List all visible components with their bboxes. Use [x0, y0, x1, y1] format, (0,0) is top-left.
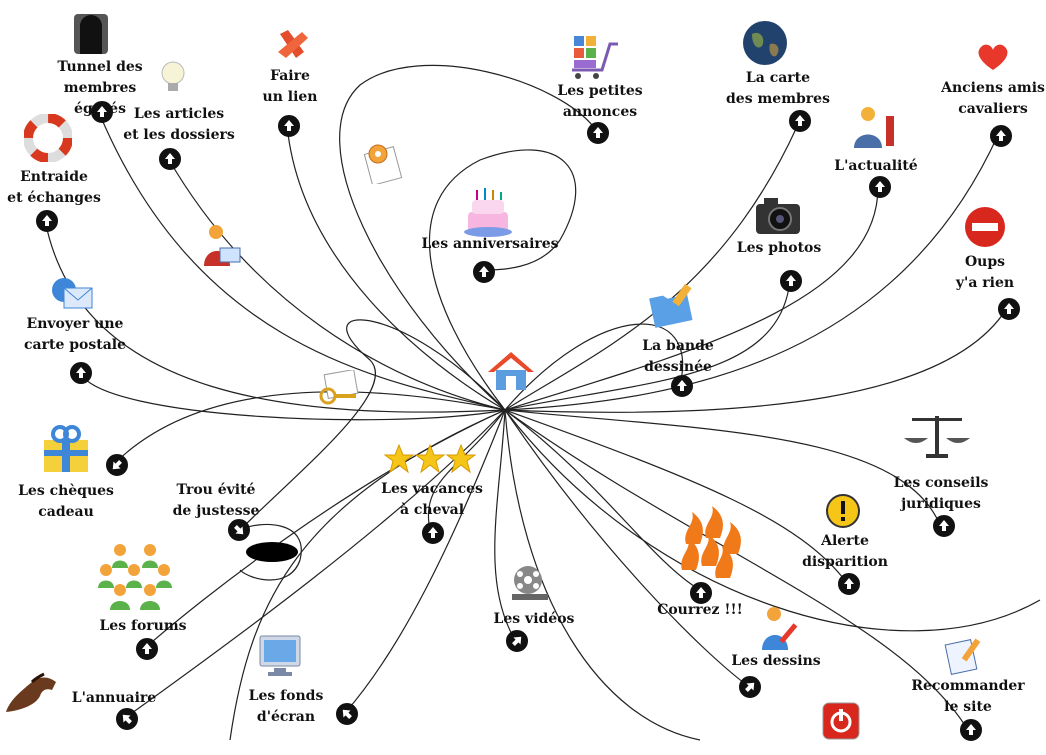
- node-label-videos[interactable]: Les vidéos: [493, 611, 575, 627]
- arrow-bullet-icon[interactable]: [36, 210, 58, 232]
- node-label-photos[interactable]: Les photos: [736, 240, 822, 256]
- node-label-vacances[interactable]: Les vacances à cheval: [381, 481, 483, 518]
- node-label-postale[interactable]: Envoyer une carte postale: [24, 316, 126, 353]
- recommend-icon[interactable]: [944, 636, 984, 680]
- node-label-annuaire[interactable]: L'annuaire: [71, 690, 157, 706]
- node-label-anciens[interactable]: Anciens amis cavaliers: [941, 80, 1045, 117]
- document-key-icon[interactable]: [318, 368, 362, 410]
- node-label-annonces[interactable]: Les petites annonces: [557, 83, 643, 120]
- gear-document-icon[interactable]: [362, 138, 404, 188]
- three-stars-icon[interactable]: [383, 443, 477, 478]
- arrow-bullet-icon[interactable]: [473, 261, 495, 283]
- arrow-bullet-icon[interactable]: [780, 270, 802, 292]
- folder-pen-icon[interactable]: [648, 282, 696, 332]
- node-label-courrez[interactable]: Courrez !!!: [657, 602, 743, 618]
- arrow-bullet-icon[interactable]: [106, 454, 128, 476]
- node-label-oups[interactable]: Oups y'a rien: [955, 254, 1015, 291]
- arrow-bullet-icon[interactable]: [690, 582, 712, 604]
- heart-icon[interactable]: [976, 42, 1010, 76]
- node-label-carte[interactable]: La carte des membres: [726, 70, 830, 107]
- shopping-cart-icon[interactable]: [572, 34, 624, 84]
- hole-icon: [239, 523, 302, 581]
- arrow-bullet-icon[interactable]: [228, 519, 250, 541]
- arrow-bullet-icon[interactable]: [838, 573, 860, 595]
- camera-icon[interactable]: [754, 196, 802, 240]
- tunnel-icon[interactable]: [72, 10, 110, 58]
- monitor-icon[interactable]: [258, 634, 302, 682]
- arrow-bullet-icon[interactable]: [91, 101, 113, 123]
- horse-icon[interactable]: [2, 672, 60, 720]
- arrow-bullet-icon[interactable]: [739, 676, 761, 698]
- power-button-icon[interactable]: [822, 702, 860, 744]
- lightbulb-icon[interactable]: [158, 60, 188, 98]
- node-label-alerte[interactable]: Alerte disparition: [802, 533, 888, 570]
- arrow-bullet-icon[interactable]: [933, 515, 955, 537]
- arrow-bullet-icon[interactable]: [506, 630, 528, 652]
- node-label-anniversaires[interactable]: Les anniversaires: [421, 236, 559, 252]
- node-label-tunnel[interactable]: Tunnel des membres égarés: [57, 59, 143, 117]
- arrow-bullet-icon[interactable]: [869, 176, 891, 198]
- node-label-dessins[interactable]: Les dessins: [731, 653, 821, 669]
- warning-icon[interactable]: [826, 494, 860, 532]
- arrow-bullet-icon[interactable]: [671, 375, 693, 397]
- node-label-entraide[interactable]: Entraide et échanges: [7, 169, 101, 206]
- globe-icon[interactable]: [742, 20, 788, 70]
- news-person-icon[interactable]: [850, 104, 898, 154]
- drawing-person-icon[interactable]: [760, 604, 804, 656]
- email-icon[interactable]: [50, 276, 94, 314]
- node-label-articles[interactable]: Les articles et les dossiers: [123, 106, 235, 143]
- film-reel-icon[interactable]: [508, 564, 552, 608]
- node-label-bd[interactable]: La bande dessinée: [642, 338, 714, 375]
- arrow-bullet-icon[interactable]: [789, 110, 811, 132]
- node-label-actualite[interactable]: L'actualité: [834, 158, 918, 174]
- node-label-recommander[interactable]: Recommander le site: [911, 678, 1025, 715]
- node-label-trou[interactable]: Trou évité de justesse: [172, 482, 260, 519]
- arrow-bullet-icon[interactable]: [159, 148, 181, 170]
- arrow-bullet-icon[interactable]: [587, 122, 609, 144]
- arrow-bullet-icon[interactable]: [960, 719, 982, 741]
- arrow-bullet-icon[interactable]: [116, 708, 138, 730]
- arrow-bullet-icon[interactable]: [136, 638, 158, 660]
- arrow-bullet-icon[interactable]: [990, 125, 1012, 147]
- arrow-bullet-icon[interactable]: [422, 522, 444, 544]
- home-icon[interactable]: [486, 350, 536, 396]
- birthday-cake-icon[interactable]: [462, 186, 514, 242]
- gift-icon[interactable]: [40, 424, 92, 478]
- node-label-cheques[interactable]: Les chèques cadeau: [18, 483, 114, 520]
- people-group-icon[interactable]: [94, 542, 186, 616]
- arrow-bullet-icon[interactable]: [336, 703, 358, 725]
- email-person-icon[interactable]: [202, 222, 242, 272]
- x-link-icon[interactable]: [274, 26, 310, 66]
- node-label-fonds[interactable]: Les fonds d'écran: [248, 688, 324, 725]
- scales-icon[interactable]: [902, 410, 972, 464]
- no-entry-icon[interactable]: [964, 206, 1006, 252]
- node-label-lien[interactable]: Faire un lien: [262, 68, 318, 105]
- lifebuoy-icon[interactable]: [23, 113, 73, 166]
- arrow-bullet-icon[interactable]: [998, 298, 1020, 320]
- node-label-conseils[interactable]: Les conseils juridiques: [893, 475, 989, 512]
- node-label-forums[interactable]: Les forums: [99, 618, 187, 634]
- arrow-bullet-icon[interactable]: [70, 362, 92, 384]
- arrow-bullet-icon[interactable]: [278, 115, 300, 137]
- fire-icon[interactable]: [676, 504, 744, 584]
